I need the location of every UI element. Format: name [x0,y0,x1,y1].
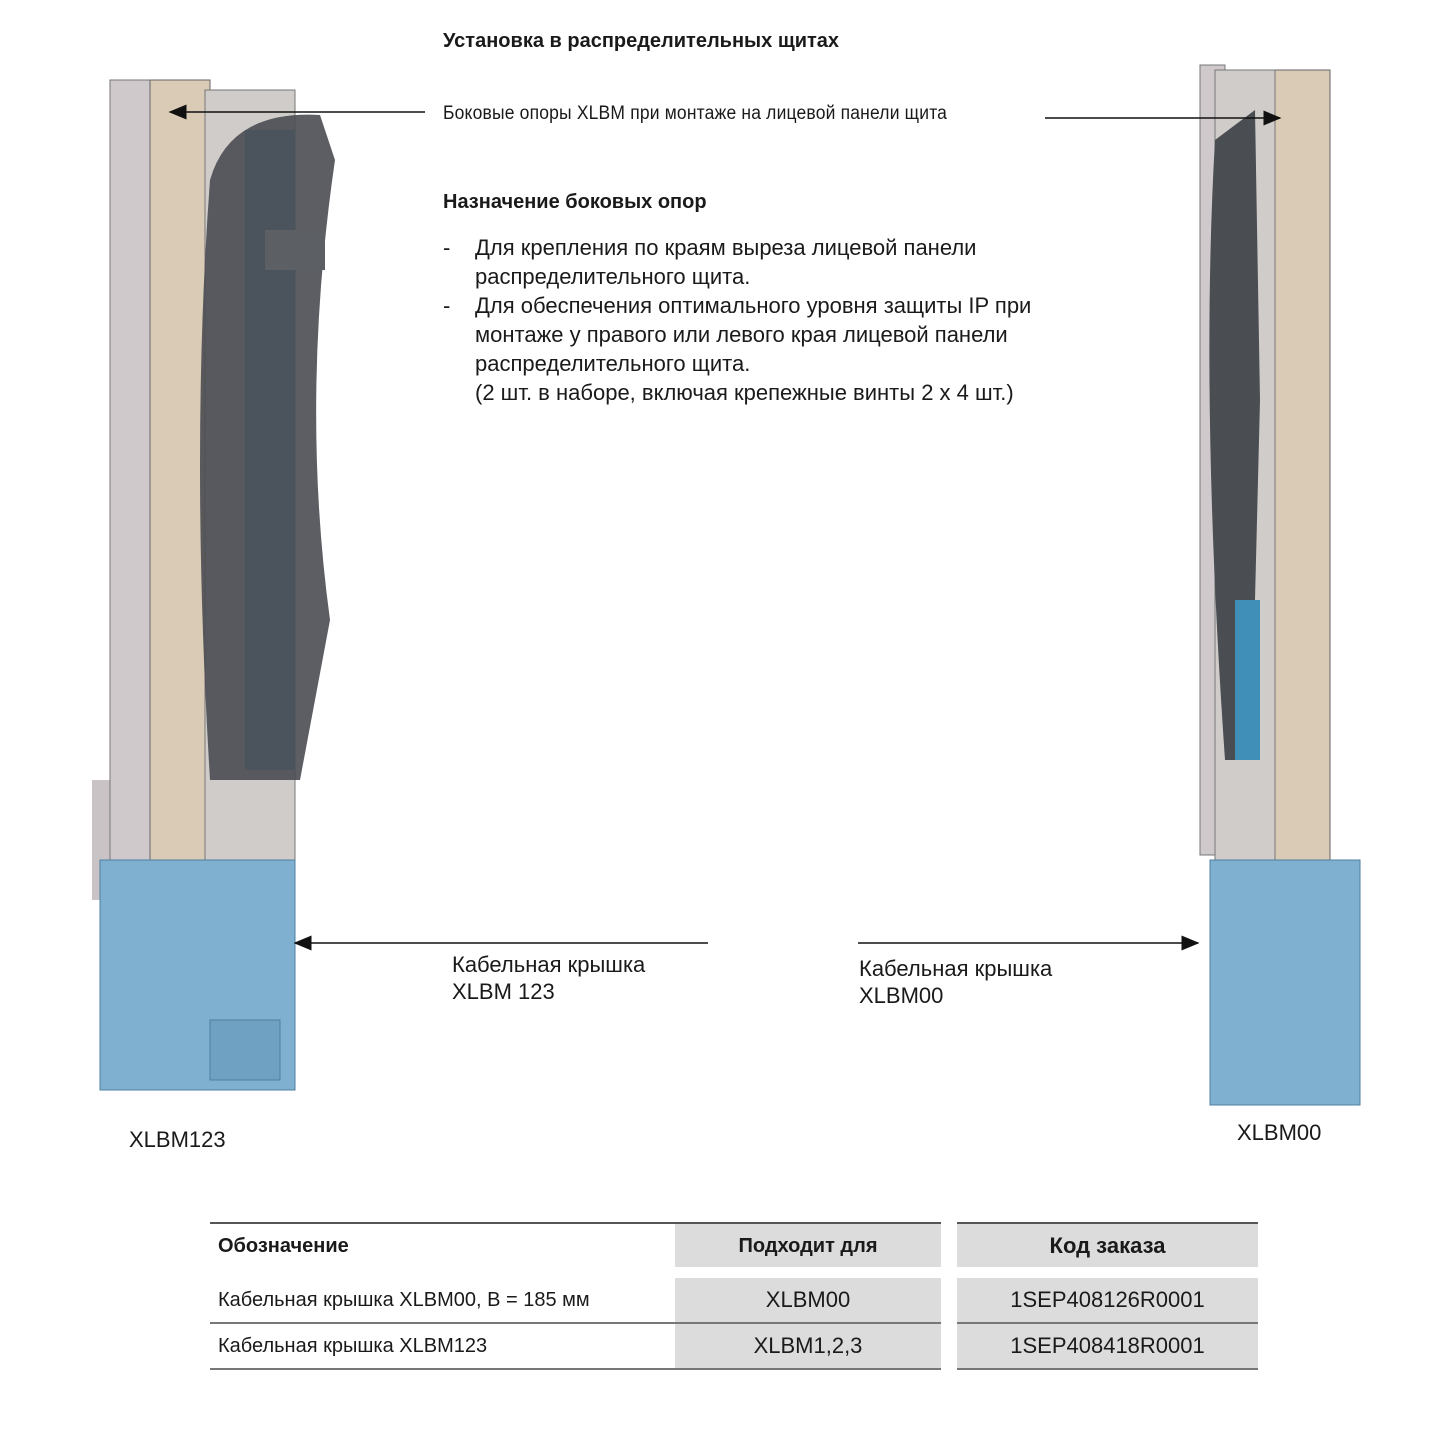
header-designation: Обозначение [210,1222,675,1278]
header-fits: Подходит для [675,1222,949,1278]
bullet-line: Для обеспечения оптимального уровня защи… [475,293,1032,318]
bullet-line: монтаже у правого или левого края лицево… [475,322,1008,347]
cell-designation: Кабельная крышка XLBM00, B = 185 мм [210,1273,675,1324]
bullet-line: (2 шт. в наборе, включая крепежные винты… [475,380,1014,405]
cell-designation: Кабельная крышка XLBM123 [210,1323,675,1370]
page-title: Установка в распределительных щитах [443,30,840,52]
caption-xlbm123: XLBM123 [129,1127,226,1152]
cell-order-code: 1SEP408418R0001 [941,1323,1258,1370]
bullet-list: - Для крепления по краям выреза лицевой … [443,233,1031,407]
callout-line: XLBM00 [859,983,944,1008]
bullet-line: распределительного щита. [475,351,751,376]
cell-fits: XLBM1,2,3 [675,1323,949,1370]
table-row: Кабельная крышка XLBM00, B = 185 мм XLBM… [210,1273,1258,1324]
xlbm123-device-image [92,79,335,1091]
callout-line: Кабельная крышка [859,956,1053,981]
header-order-code: Код заказа [941,1222,1258,1278]
bullet-line: Для крепления по краям выреза лицевой па… [475,235,977,260]
xlbm00-device-image [1199,64,1361,1106]
callout-line: XLBM 123 [452,979,555,1004]
order-table: Обозначение Подходит для Код заказа Кабе… [210,1222,1258,1370]
bullet-line: распределительного щита. [475,264,751,289]
side-support-callout: Боковые опоры XLBM при монтаже на лицево… [443,103,948,124]
table-row: Кабельная крышка XLBM123 XLBM1,2,3 1SEP4… [210,1323,1258,1370]
caption-xlbm00: XLBM00 [1237,1120,1322,1145]
bullet-dash: - [443,293,451,318]
bullet-item: - Для крепления по краям выреза лицевой … [443,233,1031,291]
callout-line: Кабельная крышка [452,952,646,977]
table-header-row: Обозначение Подходит для Код заказа [210,1222,1258,1278]
bullet-dash: - [443,235,451,260]
purpose-heading: Назначение боковых опор [443,191,707,213]
bullet-item: - Для обеспечения оптимального уровня за… [443,291,1031,407]
cell-order-code: 1SEP408126R0001 [941,1273,1258,1324]
cell-fits: XLBM00 [675,1273,949,1324]
illustration-layer [92,64,1361,1106]
